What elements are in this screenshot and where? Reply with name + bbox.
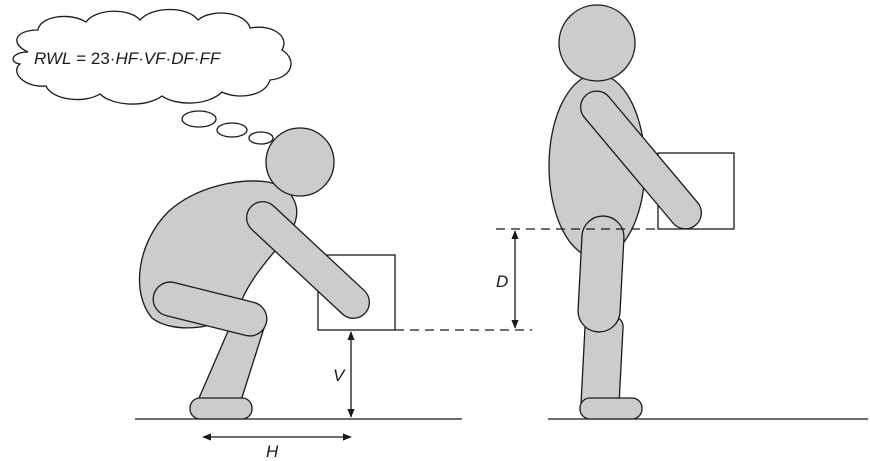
label-h: H [266, 442, 279, 461]
eq-df: DF [171, 49, 195, 68]
eq-dot-3: · [194, 49, 200, 68]
crouching-figure [138, 127, 396, 420]
thought-dot-small [248, 131, 274, 145]
standing-foot [579, 397, 643, 420]
crouching-thigh [152, 281, 268, 337]
eq-rwl: RWL [34, 49, 71, 68]
eq-dot-2: · [166, 49, 172, 68]
crouching-head [265, 127, 335, 197]
standing-arm [579, 90, 703, 230]
eq-dot-1: · [138, 49, 144, 68]
eq-vf: VF [144, 49, 167, 68]
thought-dot-large [181, 110, 217, 128]
label-d: D [496, 272, 508, 291]
eq-equals-const: = 23· [71, 49, 115, 68]
standing-figure [548, 4, 735, 420]
thought-cloud [12, 8, 292, 105]
crouching-foot [189, 397, 253, 420]
crouching-arm [246, 201, 370, 319]
eq-hf: HF [115, 49, 139, 68]
rwl-equation: RWL = 23·HF·VF·DF·FF [34, 49, 222, 68]
standing-upper-leg [577, 215, 625, 333]
label-v: V [333, 366, 346, 385]
thought-bubble: RWL = 23·HF·VF·DF·FF [12, 8, 292, 145]
thought-dot-medium [216, 122, 248, 138]
eq-ff: FF [200, 49, 222, 68]
standing-head [558, 4, 636, 82]
dimension-lines: V H D [202, 228, 658, 461]
